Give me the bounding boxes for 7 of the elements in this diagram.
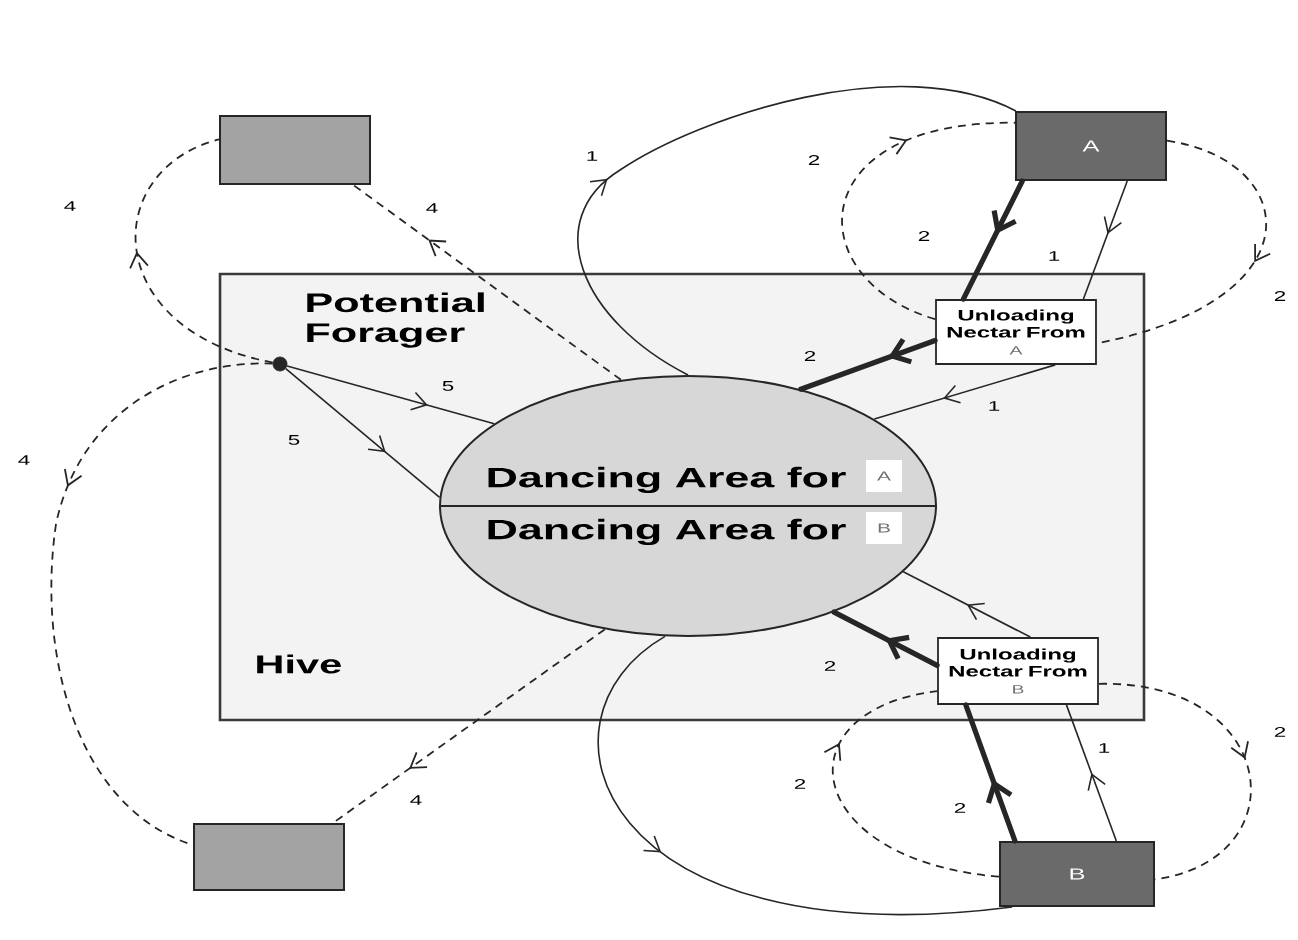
node-label: Potential Forager [307,292,484,348]
box [193,823,345,891]
source-box: B [999,841,1155,907]
area-label: Dancing Area for [488,518,846,546]
source-box: A [1015,111,1167,181]
box [219,115,371,185]
area-label: Dancing Area for [488,466,846,494]
